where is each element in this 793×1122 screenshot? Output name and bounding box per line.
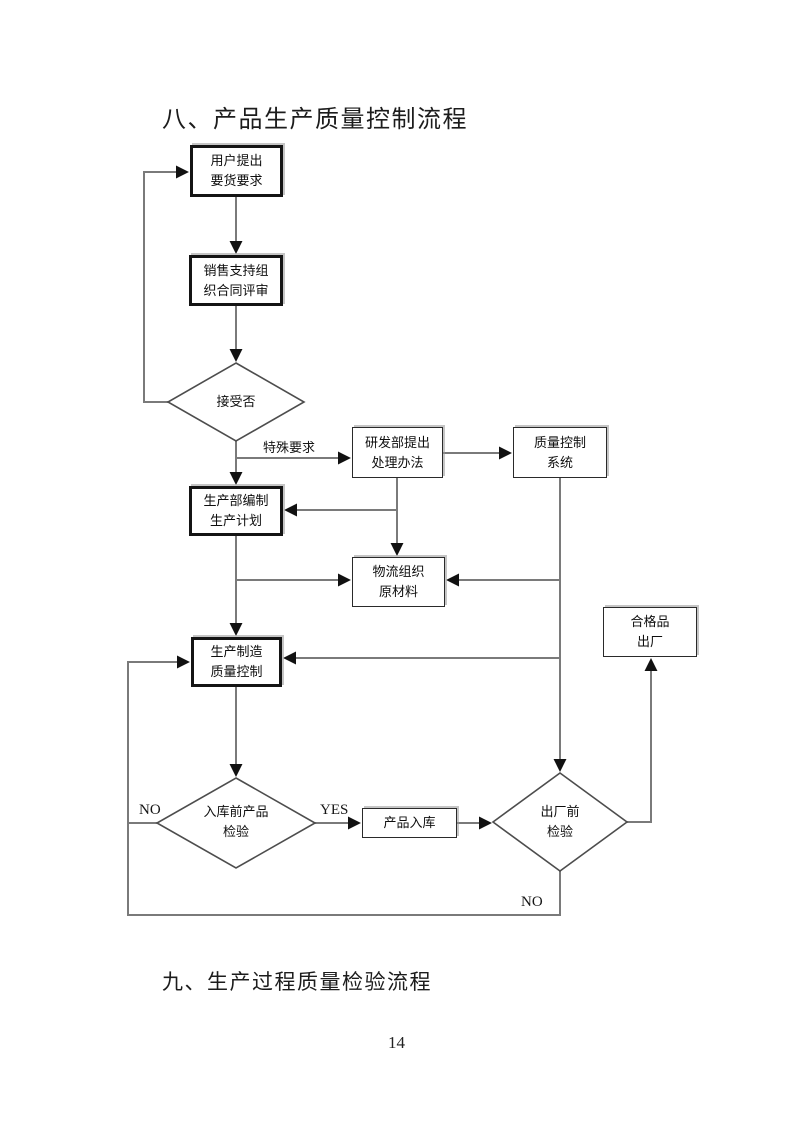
node-qualified-out: 合格品 出厂 — [603, 607, 697, 657]
page-number: 14 — [388, 1033, 405, 1052]
node-logistics-line1: 物流组织 — [372, 564, 425, 579]
decision-predelivery-line2: 检验 — [546, 824, 573, 839]
node-production-plan-line2: 生产计划 — [209, 513, 262, 528]
node-qualified-out-line1: 合格品 — [630, 614, 670, 629]
node-production-plan-line1: 生产部编制 — [203, 493, 269, 508]
node-qualified-out-line2: 出厂 — [636, 634, 663, 649]
decision-prestorage-shape — [155, 777, 317, 869]
node-mfg-qc-line1: 生产制造 — [210, 644, 263, 659]
label-no-bottom: NO — [521, 894, 543, 910]
node-qc-system: 质量控制 系统 — [513, 427, 607, 478]
node-storage: 产品入库 — [362, 808, 457, 838]
node-user-request-line1: 用户提出 — [210, 153, 263, 168]
node-logistics-line2: 原材料 — [378, 584, 418, 599]
node-rd-solution: 研发部提出 处理办法 — [352, 427, 443, 478]
decision-accept-label: 接受否 — [176, 392, 296, 412]
node-user-request-line2: 要货要求 — [210, 173, 263, 188]
label-special-request: 特殊要求 — [263, 440, 316, 455]
edge-accept-reject-loop — [143, 165, 189, 403]
node-sales-review: 销售支持组 织合同评审 — [189, 255, 283, 306]
node-storage-line1: 产品入库 — [383, 815, 436, 830]
node-qc-system-line1: 质量控制 — [533, 434, 586, 450]
node-logistics: 物流组织 原材料 — [352, 557, 445, 607]
node-mfg-qc: 生产制造 质量控制 — [191, 637, 282, 687]
node-rd-solution-line1: 研发部提出 — [364, 434, 430, 450]
node-production-plan: 生产部编制 生产计划 — [189, 486, 283, 536]
decision-prestorage-label: 入库前产品 检验 — [166, 801, 306, 843]
decision-accept-shape — [166, 362, 306, 442]
edge-predelivery-no-loop — [127, 655, 561, 916]
edge-predelivery-pass — [627, 658, 658, 823]
node-sales-review-line2: 织合同评审 — [203, 282, 269, 298]
node-qc-system-line2: 系统 — [546, 454, 573, 470]
node-user-request: 用户提出 要货要求 — [190, 145, 283, 197]
decision-predelivery-shape — [491, 772, 629, 872]
node-rd-solution-line2: 处理办法 — [371, 454, 424, 470]
decision-accept-text: 接受否 — [216, 394, 256, 409]
decision-prestorage-line2: 检验 — [222, 824, 249, 839]
section-8-title: 八、产品生产质量控制流程 — [162, 107, 468, 133]
section-9-title: 九、生产过程质量检验流程 — [162, 970, 432, 994]
decision-predelivery-label: 出厂前 检验 — [510, 800, 610, 844]
node-sales-review-line1: 销售支持组 — [203, 262, 269, 278]
label-no-left: NO — [139, 802, 161, 818]
node-mfg-qc-line2: 质量控制 — [210, 664, 263, 679]
decision-predelivery-line1: 出厂前 — [540, 804, 580, 819]
label-yes: YES — [320, 802, 349, 818]
decision-prestorage-line1: 入库前产品 — [203, 804, 269, 819]
